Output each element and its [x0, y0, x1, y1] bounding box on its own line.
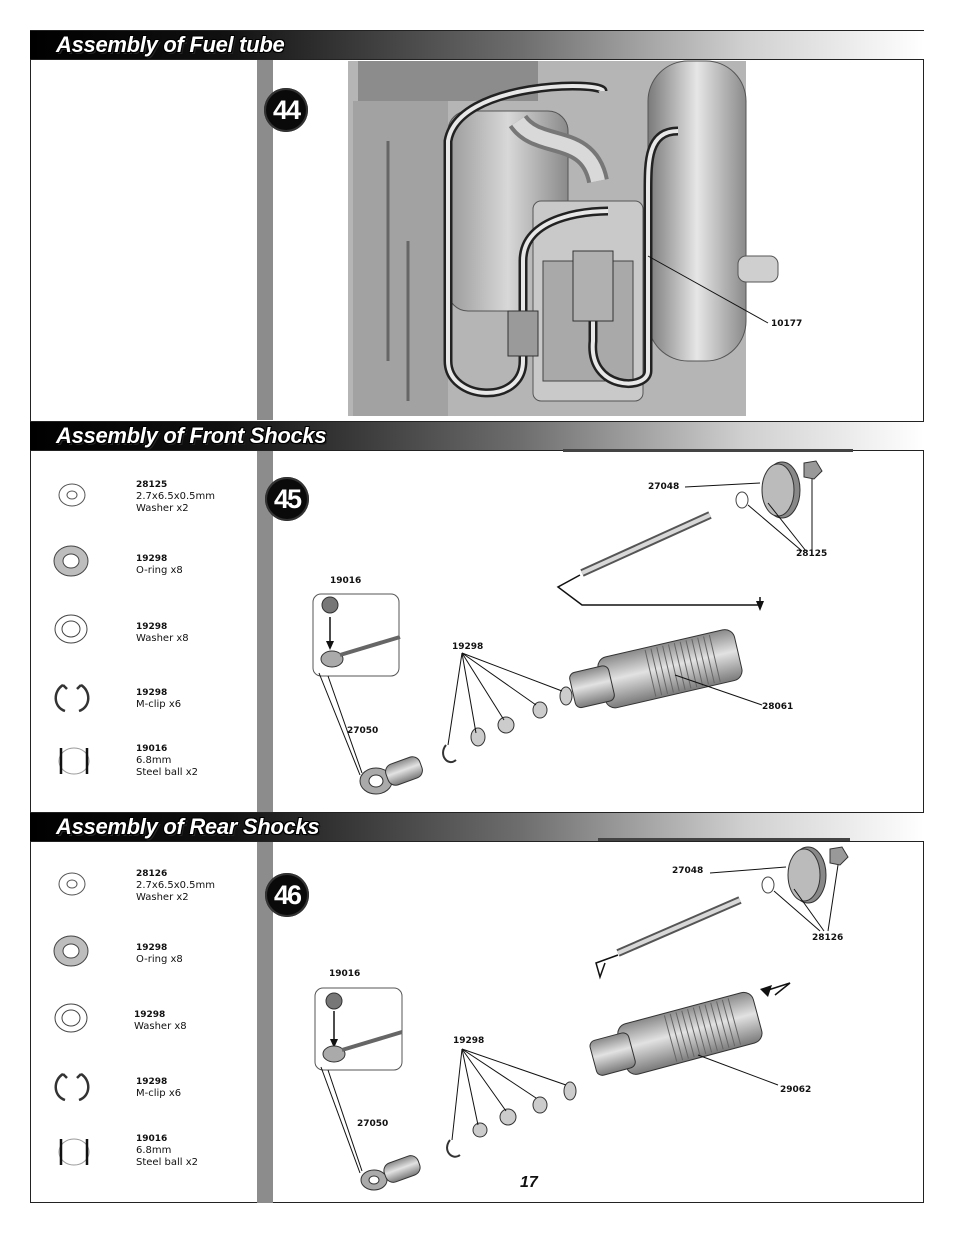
callout-label: 29062: [780, 1085, 812, 1095]
front-shock-diagram: [312, 460, 823, 795]
callout-label: 27050: [347, 726, 379, 736]
section-header: Assembly of Rear Shocks: [30, 812, 924, 842]
section-header: Assembly of Fuel tube: [30, 30, 924, 60]
step-badge: 45: [265, 477, 309, 521]
rear-shock-diagram: [314, 846, 849, 1191]
section-title: Assembly of Fuel tube: [56, 32, 285, 57]
callout-label: 28126: [812, 933, 844, 943]
step-bar: [257, 60, 273, 420]
callout-label: 19016: [329, 969, 361, 979]
step-bar: [257, 842, 273, 1203]
page-number: 17: [520, 1174, 538, 1191]
step-badge: 46: [265, 873, 309, 917]
callout-label: 27048: [648, 482, 680, 492]
washer-icon: [54, 614, 88, 644]
steel-ball-icon: [58, 747, 90, 775]
steel-ball-icon: [58, 1138, 90, 1166]
callout-label: 28125: [796, 549, 828, 559]
section-rear-shocks: Assembly of Rear Shocks: [30, 812, 924, 1203]
header-rule: [563, 449, 853, 452]
callout-label: 28061: [762, 702, 794, 712]
m-clip-icon: [54, 683, 90, 713]
section-title: Assembly of Front Shocks: [56, 423, 327, 448]
callout-label: 19016: [330, 576, 362, 586]
section-header: Assembly of Front Shocks: [30, 421, 924, 451]
o-ring-icon: [53, 935, 89, 967]
callout-label: 27050: [357, 1119, 389, 1129]
section-front-shocks: Assembly of Front Shocks: [30, 420, 924, 812]
fuel-tube-illustration: [348, 60, 779, 416]
washer-icon: [54, 1003, 88, 1033]
callout-label: 10177: [771, 319, 803, 329]
m-clip-icon: [54, 1072, 90, 1102]
callout-label: 19298: [452, 642, 484, 652]
section-fuel-tube: Assembly of Fuel tube: [30, 30, 924, 420]
section-title: Assembly of Rear Shocks: [56, 814, 320, 839]
step-badge: 44: [264, 88, 308, 132]
header-rule: [598, 838, 850, 841]
callout-label: 19298: [453, 1036, 485, 1046]
washer-icon: [58, 872, 86, 896]
o-ring-icon: [53, 545, 89, 577]
callout-label: 27048: [672, 866, 704, 876]
step-bar: [257, 451, 273, 812]
washer-icon: [58, 483, 86, 507]
